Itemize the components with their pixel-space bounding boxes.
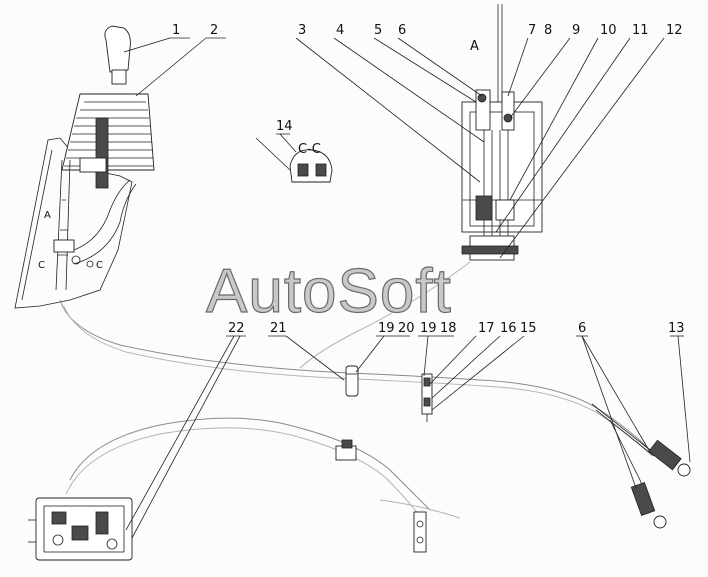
callout-6b: 6 [578, 321, 586, 336]
gear-lever-assembly [14, 25, 155, 309]
callout-20: 20 [398, 321, 415, 336]
callout-13: 13 [668, 321, 685, 336]
cable-clip-19-20 [345, 365, 359, 397]
callout-21: 21 [270, 321, 287, 336]
gear-knob [104, 25, 131, 73]
callout-9: 9 [572, 23, 580, 38]
lower-clip [413, 511, 427, 553]
callout-12: 12 [666, 23, 683, 38]
callout-7: 7 [528, 23, 536, 38]
callout-1: 1 [172, 23, 180, 38]
section-cc-detail [255, 133, 333, 183]
callout-5: 5 [374, 23, 382, 38]
callout-10: 10 [600, 23, 617, 38]
callout-18: 18 [440, 321, 457, 336]
middle-bracket [335, 439, 357, 461]
callout-15: 15 [520, 321, 537, 336]
callout-4: 4 [336, 23, 344, 38]
callout-22: 22 [228, 321, 245, 336]
shift-tower-assembly [461, 4, 543, 261]
gearbox-shift-housing [28, 497, 133, 561]
section-label-cc: C-C [298, 142, 321, 157]
callout-2: 2 [210, 23, 218, 38]
view-labels: C-C A C C A [38, 39, 479, 271]
callout-19a: 19 [378, 321, 395, 336]
c-marker-right: C [96, 260, 103, 271]
callout-6: 6 [398, 23, 406, 38]
callout-14: 14 [276, 119, 293, 134]
a-marker-small: A [44, 210, 51, 221]
callout-19b: 19 [420, 321, 437, 336]
callout-3: 3 [298, 23, 306, 38]
watermark-text: AutoSoft [206, 257, 452, 326]
shift-cables [59, 261, 653, 519]
cable-end-fittings [591, 403, 691, 529]
cable-bracket-15-18 [421, 373, 433, 422]
callout-8: 8 [544, 23, 552, 38]
view-label-a: A [470, 39, 479, 54]
callout-17: 17 [478, 321, 495, 336]
callout-numbers: 1 2 3 4 5 6 7 8 9 10 11 12 14 22 21 19 2… [172, 23, 685, 336]
c-marker-left: C [38, 260, 45, 271]
leader-lines [123, 37, 691, 539]
callout-11: 11 [632, 23, 649, 38]
callout-16: 16 [500, 321, 517, 336]
knob-collar [111, 69, 127, 85]
